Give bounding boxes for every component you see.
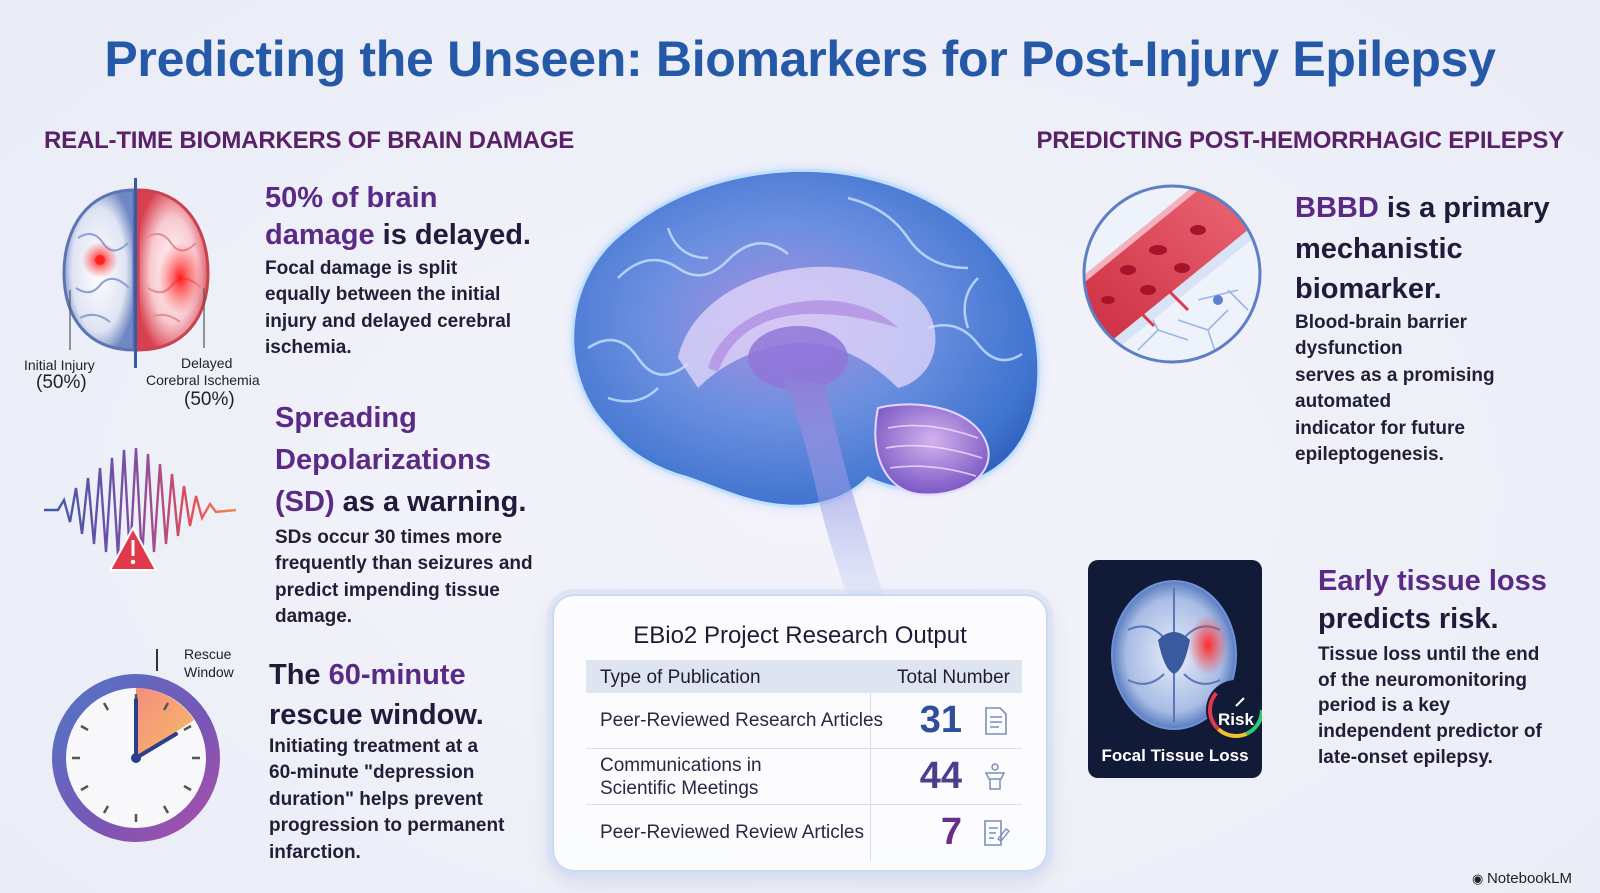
focal-tissue-loss-label: Focal Tissue Loss bbox=[1101, 746, 1249, 765]
row-value: 31 bbox=[919, 699, 962, 741]
risk-badge: Risk bbox=[1218, 710, 1254, 729]
column-header-total: Total Number bbox=[897, 667, 1010, 688]
podium-icon bbox=[984, 763, 1006, 790]
rescue-body: Initiating treatment at a 60-minute "dep… bbox=[269, 736, 505, 863]
tissue-heading: Early tissue loss predicts risk. bbox=[1318, 565, 1547, 635]
initial-injury-percent: (50%) bbox=[36, 372, 87, 393]
document-icon bbox=[985, 707, 1007, 735]
review-document-icon bbox=[984, 820, 1010, 846]
sd-body: SDs occur 30 times more frequently than … bbox=[275, 527, 533, 628]
table-title: EBio2 Project Research Output bbox=[633, 622, 967, 649]
rescue-heading: The 60-minute rescue window. bbox=[269, 659, 484, 732]
rescue-window-label: Rescue Window bbox=[184, 646, 234, 680]
row-name: Communications in Scientific Meetings bbox=[600, 755, 762, 799]
central-brain-illustration bbox=[548, 158, 1060, 598]
row-name: Peer-Reviewed Review Articles bbox=[600, 822, 864, 843]
initial-injury-label: Initial Injury bbox=[24, 357, 95, 373]
notebooklm-logo-icon: ◉ bbox=[1471, 871, 1487, 886]
table-row: Communications in Scientific Meetings 44 bbox=[586, 749, 1022, 805]
notebooklm-watermark: ◉ NotebookLM bbox=[1471, 870, 1572, 887]
sd-heading: Spreading Depolarizations (SD) as a warn… bbox=[275, 402, 527, 518]
column-header-type: Type of Publication bbox=[600, 667, 761, 688]
page-title: Predicting the Unseen: Biomarkers for Po… bbox=[104, 31, 1496, 87]
damage-body: Focal damage is split equally between th… bbox=[265, 258, 512, 359]
focal-tissue-loss-image: Risk Focal Tissue Loss bbox=[1088, 560, 1262, 778]
tissue-body: Tissue loss until the end of the neuromo… bbox=[1318, 644, 1542, 768]
rescue-clock-illustration bbox=[48, 670, 224, 846]
split-brain-scan-illustration bbox=[58, 178, 218, 368]
bbbd-heading: BBBD is a primary mechanistic biomarker. bbox=[1295, 192, 1550, 306]
damage-heading: 50% of brain damage is delayed. bbox=[265, 182, 531, 252]
row-value: 44 bbox=[919, 755, 962, 797]
delayed-label: Delayed bbox=[181, 355, 233, 371]
row-name: Peer-Reviewed Research Articles bbox=[600, 710, 884, 731]
delayed-ischemia-percent: (50%) bbox=[184, 389, 235, 410]
row-value: 7 bbox=[940, 811, 962, 853]
research-output-table: EBio2 Project Research Output Type of Pu… bbox=[552, 594, 1048, 872]
bbbd-body: Blood-brain barrier dysfunction serves a… bbox=[1295, 312, 1495, 466]
table-header: Type of Publication Total Number bbox=[586, 660, 1022, 693]
table-row: Peer-Reviewed Review Articles 7 bbox=[586, 805, 1022, 861]
waveform-warning-illustration bbox=[44, 440, 237, 588]
blood-vessel-illustration bbox=[1078, 180, 1266, 368]
left-section-title: REAL-TIME BIOMARKERS OF BRAIN DAMAGE bbox=[44, 127, 575, 154]
right-section-title: PREDICTING POST-HEMORRHAGIC EPILEPSY bbox=[1036, 127, 1564, 154]
table-column-divider bbox=[870, 693, 871, 861]
ischemia-label: Corebral Ischemia bbox=[146, 372, 260, 388]
table-row: Peer-Reviewed Research Articles 31 bbox=[586, 693, 1022, 749]
clock-label-pointer bbox=[156, 649, 158, 671]
